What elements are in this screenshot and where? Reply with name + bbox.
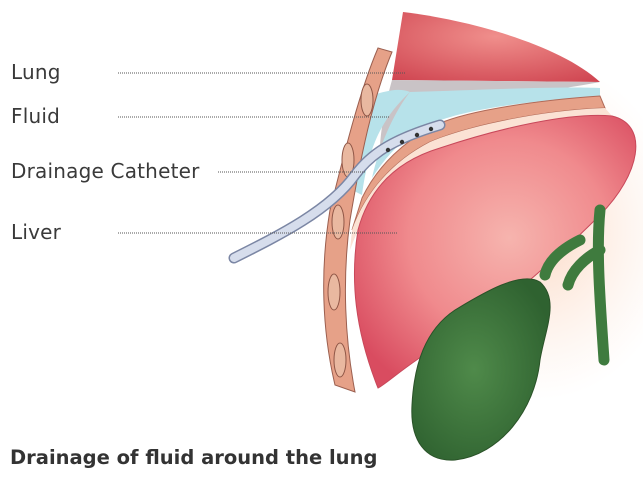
catheter-hole	[429, 127, 433, 131]
label-liver: Liver	[11, 220, 61, 244]
rib	[332, 205, 344, 239]
lung-shape	[392, 12, 600, 82]
label-drainage-catheter: Drainage Catheter	[11, 159, 200, 183]
label-lung: Lung	[11, 60, 61, 84]
rib	[361, 84, 373, 116]
label-fluid: Fluid	[11, 104, 60, 128]
rib	[328, 274, 340, 310]
catheter-hole	[386, 148, 390, 152]
figure-caption: Drainage of fluid around the lung	[10, 446, 377, 469]
rib	[334, 343, 346, 377]
catheter-hole	[400, 140, 404, 144]
catheter-hole	[415, 133, 419, 137]
